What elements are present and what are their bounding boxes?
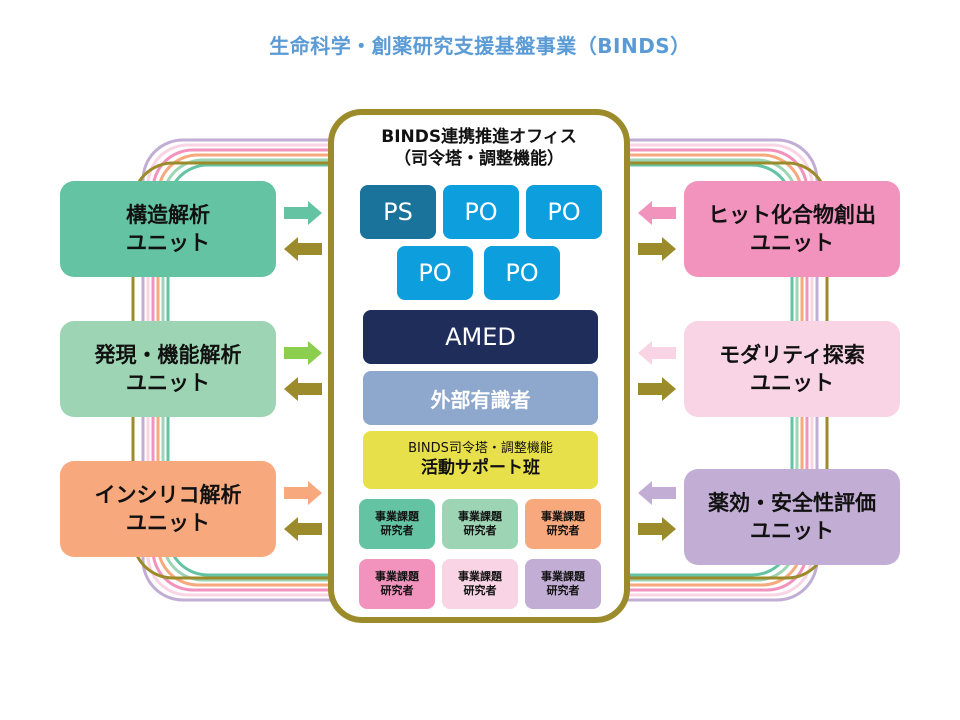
unit-suffix: ユニット [750, 231, 834, 255]
researcher-box-modality: 事業課題研究者 [442, 559, 518, 609]
arrow-left-icon [284, 237, 322, 261]
arrow-left-icon [284, 517, 322, 541]
external-experts-label: 外部有識者 [430, 387, 531, 412]
researcher-line1: 事業課題 [458, 509, 502, 523]
amed-label: AMED [445, 323, 516, 351]
unit-name: 発現・機能解析 [94, 342, 242, 367]
po-label: PO [505, 259, 539, 287]
researcher-box-structure: 事業課題研究者 [359, 499, 435, 549]
researcher-line1: 事業課題 [541, 569, 585, 583]
researcher-line1: 事業課題 [375, 569, 419, 583]
unit-name: インシリコ解析 [94, 482, 242, 507]
researcher-line2: 研究者 [546, 584, 580, 597]
po-box: PO [484, 246, 560, 300]
researcher-line2: 研究者 [380, 584, 414, 597]
researcher-line2: 研究者 [546, 524, 580, 537]
unit-efficacy-safety-evaluation: 薬効・安全性評価ユニット [684, 469, 900, 565]
unit-name: モダリティ探索 [719, 342, 865, 367]
diagram-title: 生命科学・創薬研究支援基盤事業（BINDS） [269, 34, 691, 58]
po-box: PO [397, 246, 473, 300]
office-title-sub: （司令塔・調整機能） [394, 149, 564, 170]
po-label: PO [547, 198, 581, 226]
arrow-left-icon [284, 377, 322, 401]
researcher-line2: 研究者 [463, 584, 497, 597]
arrow-left-icon [638, 341, 676, 365]
unit-modality-exploration: モダリティ探索ユニット [684, 321, 900, 417]
po-label: PO [418, 259, 452, 287]
unit-name: 構造解析 [126, 202, 210, 227]
arrow-right-icon [284, 481, 322, 505]
researcher-box-insilico: 事業課題研究者 [525, 499, 601, 549]
arrow-right-icon [638, 377, 676, 401]
researcher-box-safety: 事業課題研究者 [525, 559, 601, 609]
researcher-box-expression: 事業課題研究者 [442, 499, 518, 549]
po-label: PO [464, 198, 498, 226]
unit-suffix: ユニット [126, 371, 210, 395]
support-team-line1: BINDS司令塔・調整機能 [408, 440, 553, 456]
ps-box: PS [360, 185, 436, 239]
support-team-box: BINDS司令塔・調整機能 活動サポート班 [363, 431, 598, 489]
arrow-right-icon [638, 517, 676, 541]
unit-name: ヒット化合物創出 [708, 202, 876, 227]
office-title: BINDS連携推進オフィス （司令塔・調整機能） [328, 126, 630, 170]
po-box: PO [526, 185, 602, 239]
unit-suffix: ユニット [750, 371, 834, 395]
unit-name: 薬効・安全性評価 [708, 490, 876, 515]
unit-hit-compound-creation: ヒット化合物創出ユニット [684, 181, 900, 277]
unit-suffix: ユニット [750, 519, 834, 543]
office-title-main: BINDS連携推進オフィス [381, 127, 577, 147]
ps-label: PS [383, 198, 413, 226]
arrow-left-icon [638, 201, 676, 225]
unit-suffix: ユニット [126, 231, 210, 255]
amed-box: AMED [363, 310, 598, 364]
unit-structure-analysis: 構造解析ユニット [60, 181, 276, 277]
po-box: PO [443, 185, 519, 239]
researcher-line1: 事業課題 [541, 509, 585, 523]
unit-insilico-analysis: インシリコ解析ユニット [60, 461, 276, 557]
unit-expression-function-analysis: 発現・機能解析ユニット [60, 321, 276, 417]
arrow-right-icon [284, 201, 322, 225]
researcher-line2: 研究者 [380, 524, 414, 537]
researcher-box-hit: 事業課題研究者 [359, 559, 435, 609]
support-team-line2: 活動サポート班 [421, 458, 540, 479]
researcher-line2: 研究者 [463, 524, 497, 537]
arrow-left-icon [638, 481, 676, 505]
arrow-right-icon [638, 237, 676, 261]
arrow-right-icon [284, 341, 322, 365]
external-experts-box: 外部有識者 [363, 371, 598, 425]
researcher-line1: 事業課題 [458, 569, 502, 583]
unit-suffix: ユニット [126, 511, 210, 535]
researcher-line1: 事業課題 [375, 509, 419, 523]
